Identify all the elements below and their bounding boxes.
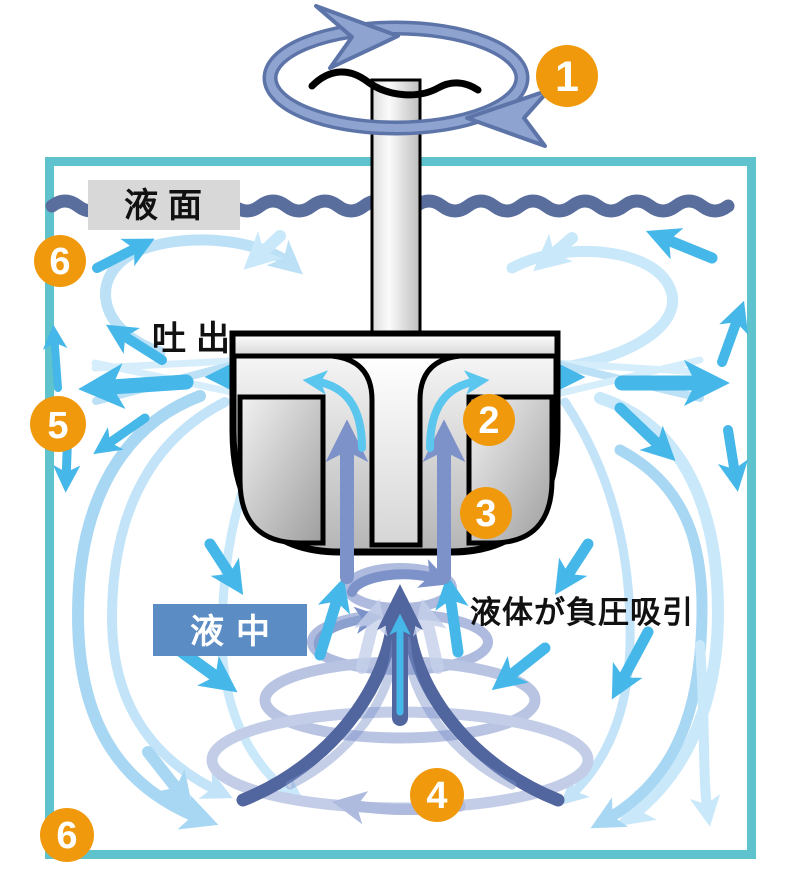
channel-turn-arrow-right xyxy=(426,370,490,452)
vortex xyxy=(206,559,594,825)
bell-flow-arrows xyxy=(302,370,490,584)
arrow-up-vortex-left xyxy=(314,577,351,661)
label-liquid-surface-text: 液面 xyxy=(124,187,212,225)
badge-6-top: 6 xyxy=(34,235,86,287)
rotation-arrow-icon xyxy=(262,4,551,148)
arrow-up-left-top-right xyxy=(645,228,718,264)
discharge-arrow-left-outer xyxy=(78,363,194,410)
label-discharge: 吐出 xyxy=(152,320,240,358)
label-in-liquid-bg xyxy=(153,604,307,656)
badge-5: 5 xyxy=(30,396,86,452)
vortex-funnel-left xyxy=(236,615,400,807)
bell-top-plate xyxy=(230,331,560,359)
label-suction-note: 液体が負圧吸引 xyxy=(470,595,694,630)
drive-shaft xyxy=(370,78,422,344)
bell-center-column xyxy=(331,353,461,548)
badge-6-top-number: 6 xyxy=(49,241,70,283)
badge-5-number: 5 xyxy=(47,405,68,447)
vortex-top-swirl-arrow xyxy=(347,559,452,597)
channel-turn-arrow-left xyxy=(302,370,366,452)
label-liquid-surface: 液面 xyxy=(88,180,240,230)
badge-2-number: 2 xyxy=(478,400,499,442)
badge-3: 3 xyxy=(460,487,512,539)
arrow-up-right-top-left xyxy=(92,238,155,273)
bell-inner-block-left xyxy=(237,394,326,546)
label-in-liquid: 液中 xyxy=(153,604,307,656)
badge-1: 1 xyxy=(536,45,598,107)
badge-4-number: 4 xyxy=(426,775,447,817)
badge-6-bottom: 6 xyxy=(40,808,94,862)
label-liquid-surface-bg xyxy=(88,180,240,230)
badge-2: 2 xyxy=(463,394,515,446)
badge-1-number: 1 xyxy=(555,53,579,101)
label-in-liquid-text: 液中 xyxy=(190,613,282,651)
arrow-up-vortex-right xyxy=(435,575,469,658)
vortex-funnel-right xyxy=(401,615,565,807)
shaft-break-squiggle xyxy=(308,68,482,99)
badge-3-number: 3 xyxy=(475,493,496,535)
badge-4: 4 xyxy=(410,768,464,822)
badge-6-bottom-number: 6 xyxy=(56,815,77,857)
